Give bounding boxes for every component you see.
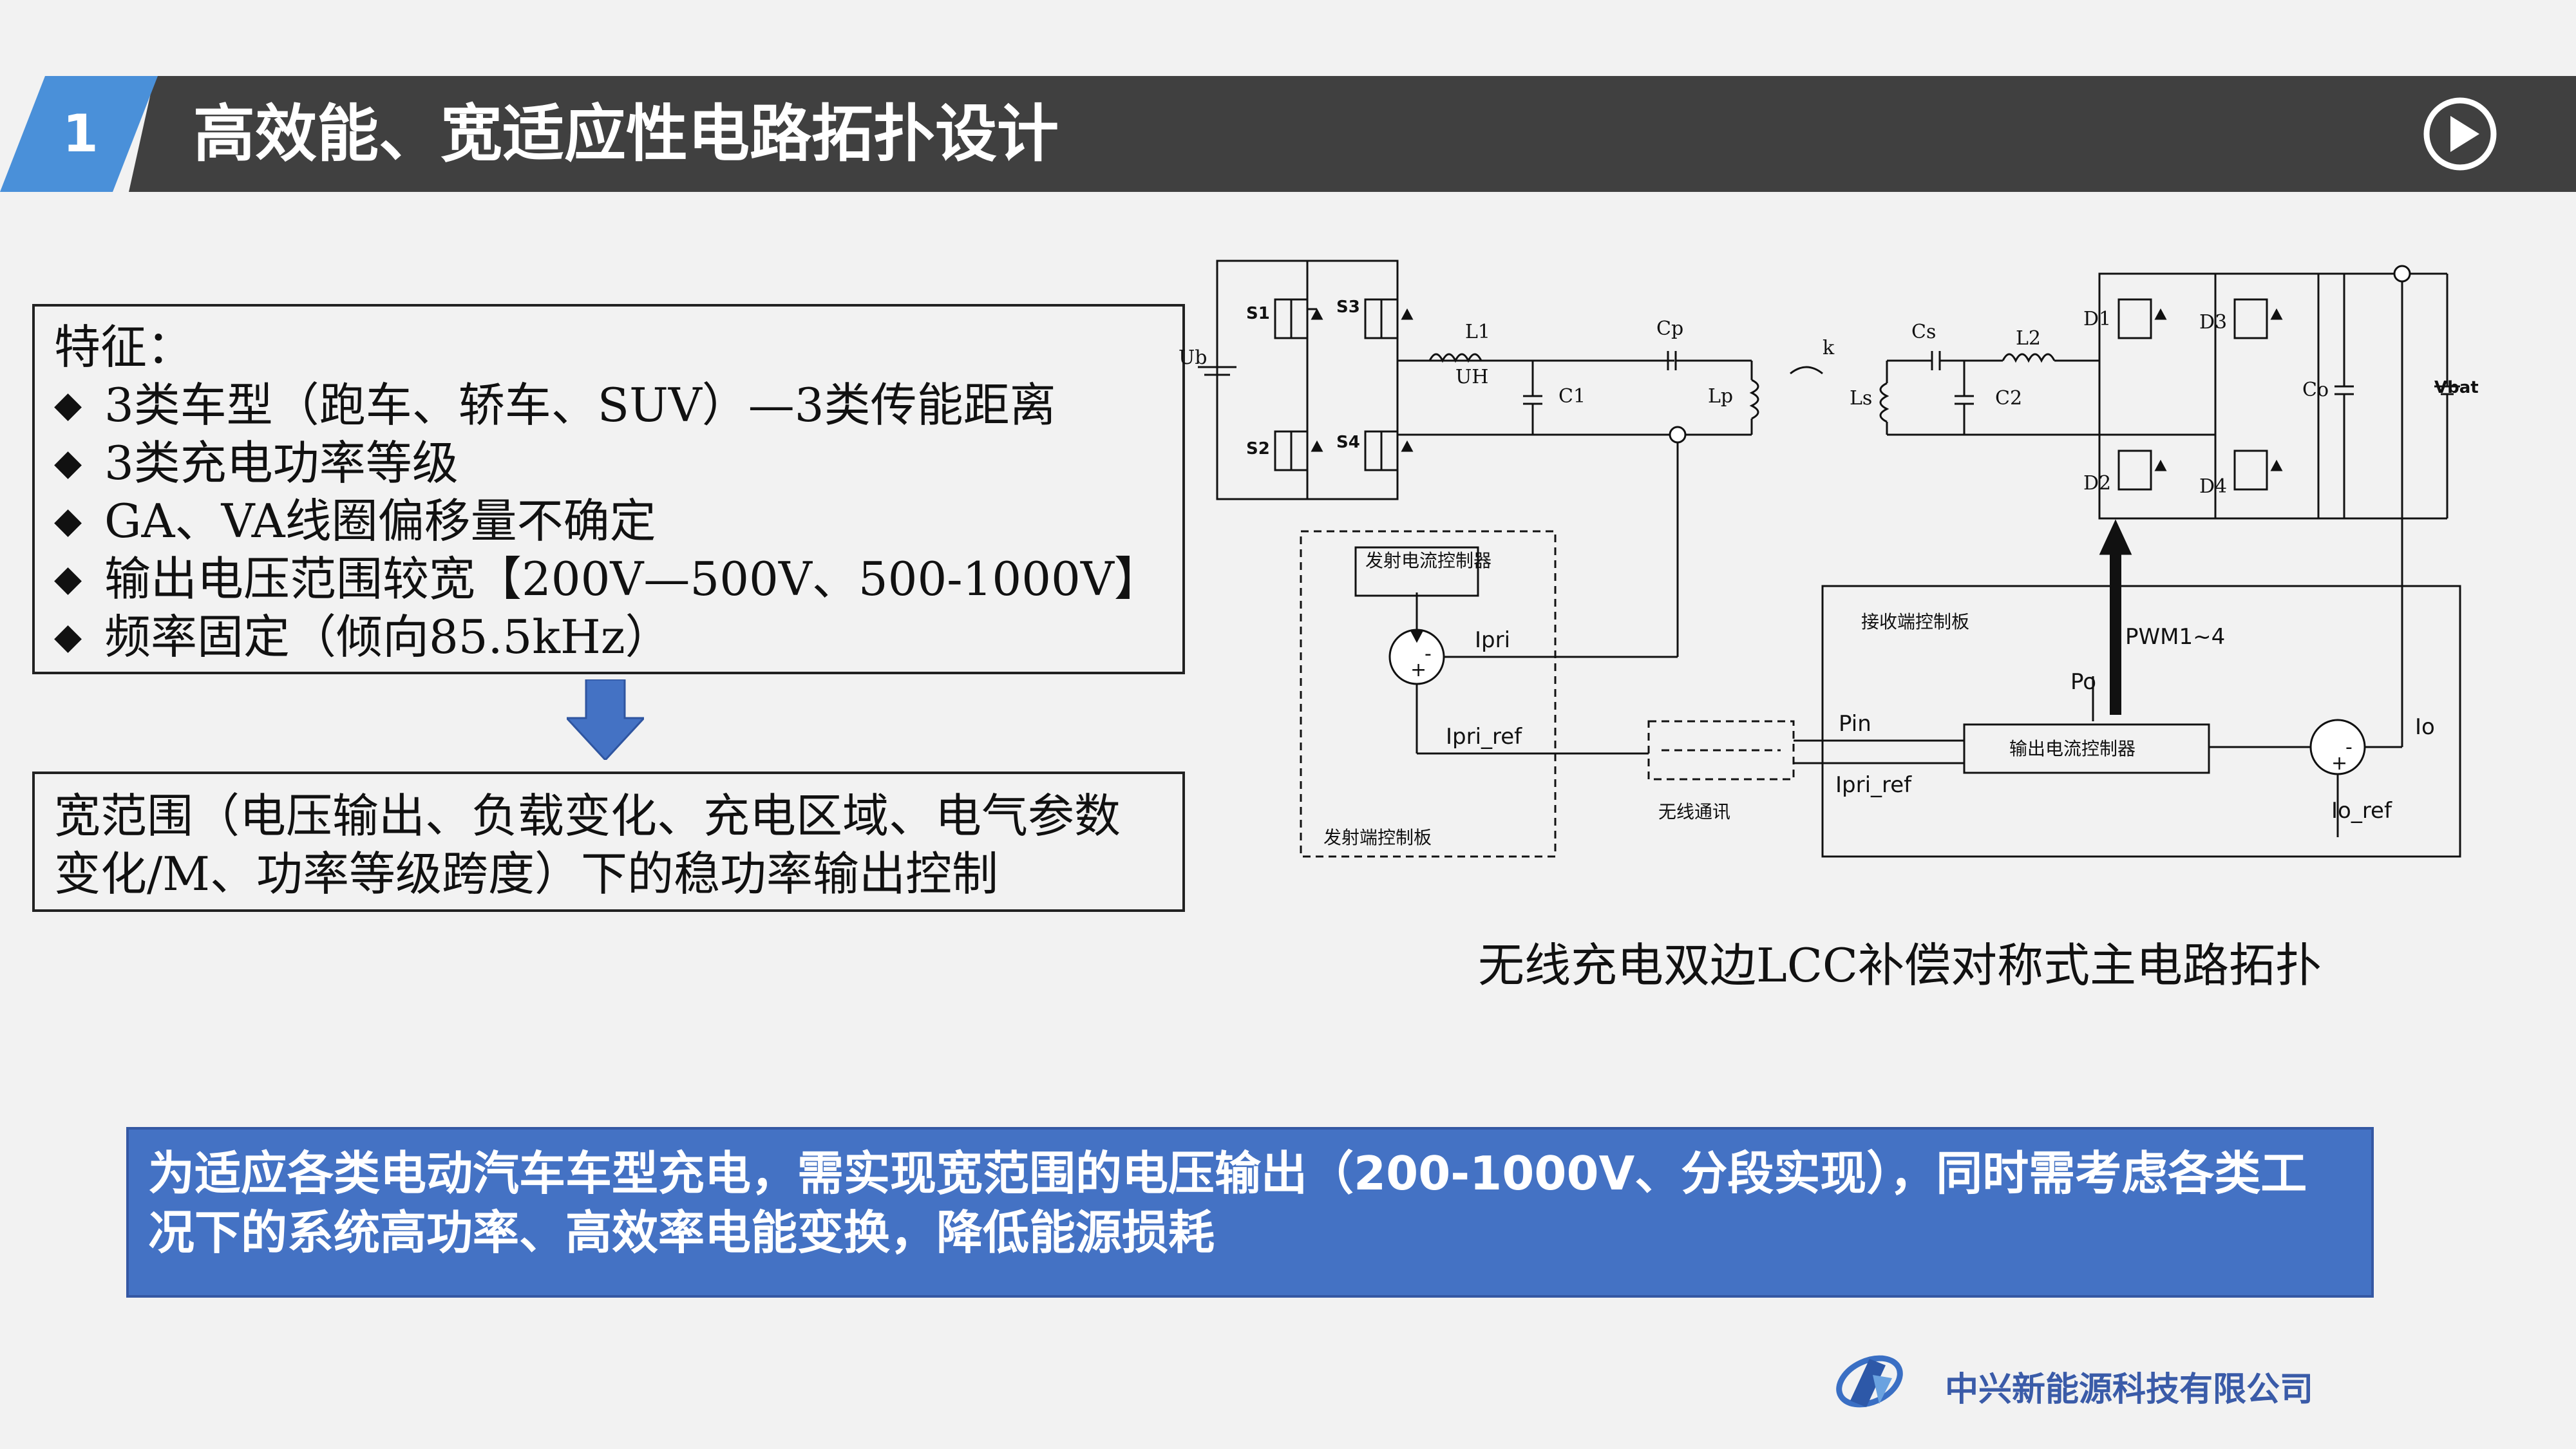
label-l1: L1 — [1465, 321, 1490, 343]
page-title: 高效能、宽适应性电路拓扑设计 — [193, 98, 1059, 170]
signal-ipri-ref: Ipri_ref — [1446, 724, 1522, 750]
rx-board — [1821, 585, 2461, 858]
tx-board — [1300, 530, 1557, 858]
coupling-arrow — [1790, 366, 1823, 375]
inductor-lp — [1749, 379, 1759, 420]
tx-board-label: 发射端控制板 — [1323, 827, 1432, 848]
section-number-badge — [0, 76, 158, 192]
play-circle-icon[interactable] — [2421, 95, 2499, 173]
feature-item: ◆频率固定（倾向85.5kHz） — [54, 608, 1163, 666]
label-k: k — [1823, 337, 1835, 359]
features-box: 特征： ◆3类车型（跑车、轿车、SUV）—3类传能距离 ◆3类充电功率等级 ◆G… — [32, 304, 1185, 674]
down-arrow-icon — [567, 679, 644, 760]
diode-d3 — [2233, 298, 2283, 339]
signal-io-ref: Io_ref — [2331, 798, 2392, 824]
bullet-diamond-icon: ◆ — [54, 500, 82, 542]
rx-controller-label: 输出电流控制器 — [2009, 738, 2136, 759]
label-co: Co — [2302, 379, 2329, 401]
bullet-diamond-icon: ◆ — [54, 558, 82, 600]
signal-pwm: PWM1~4 — [2125, 624, 2225, 650]
label-s2: S2 — [1246, 439, 1270, 459]
diode-d1 — [2117, 298, 2167, 339]
tx-sum-plus: + — [1410, 659, 1426, 681]
rx-controller — [1963, 723, 2210, 774]
circuit-diagram: S1 S2 S3 S4 Vbat Ub UH L1 C1 Cp Lp k Cs … — [1179, 260, 2479, 858]
signal-ipri-ref-rx: Ipri_ref — [1835, 772, 1912, 798]
feature-item: ◆3类充电功率等级 — [54, 434, 1163, 492]
signal-pin: Pin — [1839, 711, 1871, 737]
bullet-diamond-icon: ◆ — [54, 616, 82, 658]
label-ls: Ls — [1850, 387, 1872, 410]
tx-sum-minus: - — [1425, 643, 1432, 665]
company-name: 中兴新能源科技有限公司 — [1945, 1370, 2314, 1409]
diode-d2 — [2117, 450, 2167, 491]
rx-sum-plus: + — [2331, 752, 2347, 775]
result-box: 宽范围（电压输出、负载变化、充电区域、电气参数 变化/M、功率等级跨度）下的稳功… — [32, 772, 1185, 912]
label-d4: D4 — [2199, 475, 2227, 498]
inductor-l1 — [1428, 353, 1482, 363]
company-logo-icon — [1836, 1355, 1903, 1408]
banner-line: 况下的系统高功率、高效率电能变换，降低能源损耗 — [148, 1206, 1215, 1260]
bullet-diamond-icon: ◆ — [54, 442, 82, 484]
switch-s1 — [1274, 298, 1323, 339]
wireless-link — [1647, 720, 1795, 781]
result-line: 宽范围（电压输出、负载变化、充电区域、电气参数 — [54, 789, 1121, 843]
label-uh: UH — [1455, 366, 1488, 388]
summary-banner: 为适应各类电动汽车车型充电，需实现宽范围的电压输出（200-1000V、分段实现… — [126, 1127, 2374, 1298]
inductor-ls — [1879, 382, 1889, 423]
label-d2: D2 — [2083, 472, 2111, 495]
section-number: 1 — [62, 104, 99, 164]
label-cp: Cp — [1656, 317, 1683, 340]
signal-ipri: Ipri — [1475, 627, 1510, 653]
label-s4: S4 — [1336, 433, 1360, 452]
label-d1: D1 — [2083, 308, 2111, 330]
signal-io: Io — [2415, 714, 2435, 740]
wireless-label: 无线通讯 — [1658, 801, 1730, 822]
diagram-caption: 无线充电双边LCC补偿对称式主电路拓扑 — [1478, 938, 2322, 992]
feature-item: ◆GA、VA线圈偏移量不确定 — [54, 492, 1163, 550]
label-c1: C1 — [1558, 385, 1586, 408]
switch-s2 — [1274, 430, 1323, 471]
label-vbat: Vbat — [2434, 378, 2479, 397]
header-bar — [129, 76, 2576, 192]
label-ub: Ub — [1179, 346, 1208, 369]
label-l2: L2 — [2016, 327, 2041, 350]
tx-controller-label: 发射电流控制器 — [1365, 550, 1492, 571]
label-c2: C2 — [1995, 387, 2022, 410]
inductor-l2 — [2002, 353, 2056, 363]
rx-sum-minus: - — [2345, 736, 2353, 759]
label-s3: S3 — [1336, 298, 1360, 317]
label-cs: Cs — [1911, 321, 1936, 343]
feature-item: ◆输出电压范围较宽【200V—500V、500-1000V】 — [54, 550, 1163, 608]
result-line: 变化/M、功率等级跨度）下的稳功率输出控制 — [54, 847, 998, 901]
label-lp: Lp — [1708, 385, 1733, 408]
signal-po: Po — [2070, 669, 2096, 695]
diode-d4 — [2233, 450, 2283, 491]
banner-line: 为适应各类电动汽车车型充电，需实现宽范围的电压输出（200-1000V、分段实现… — [148, 1146, 2307, 1200]
features-heading: 特征： — [54, 320, 194, 374]
switch-s4 — [1364, 430, 1414, 471]
rectifier-frame — [2098, 272, 2320, 520]
label-s1: S1 — [1246, 304, 1270, 323]
bullet-diamond-icon: ◆ — [54, 384, 82, 426]
feature-item: ◆3类车型（跑车、轿车、SUV）—3类传能距离 — [54, 376, 1163, 434]
switch-s3 — [1364, 298, 1414, 339]
label-d3: D3 — [2199, 311, 2227, 334]
rx-board-label: 接收端控制板 — [1861, 611, 1969, 632]
